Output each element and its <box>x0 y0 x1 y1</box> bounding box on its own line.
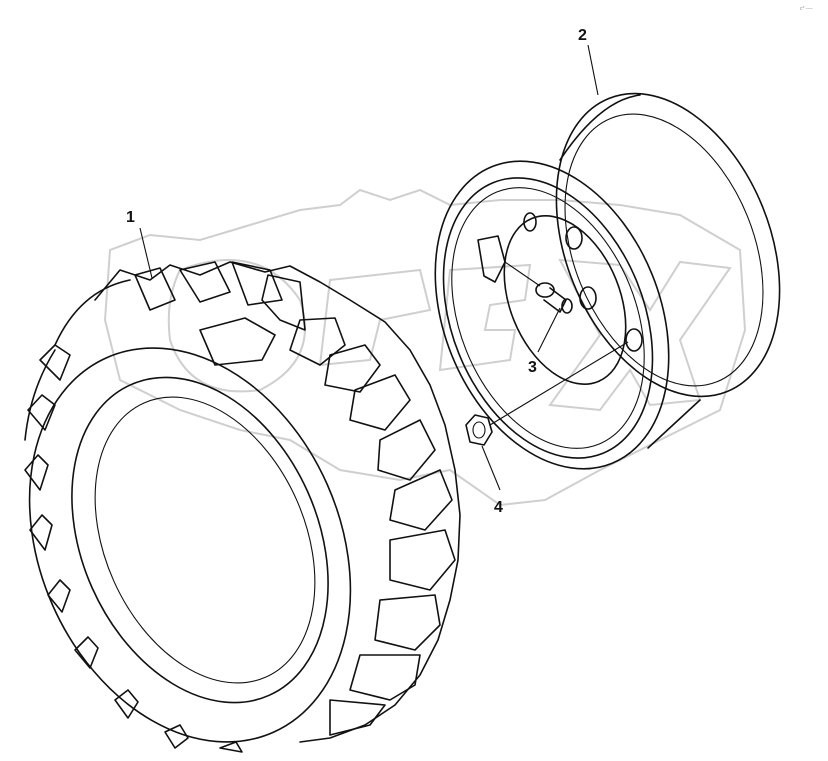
valve-stem <box>504 261 573 314</box>
leader-line-1 <box>139 227 153 279</box>
corner-mark: c° ---- <box>800 6 813 12</box>
watermark-logo <box>103 188 747 507</box>
callout-label-3: 3 <box>528 359 537 376</box>
leader-line-3 <box>537 307 561 353</box>
callout-label-1: 1 <box>126 209 135 226</box>
rim <box>434 92 781 470</box>
leader-line-2 <box>587 44 599 96</box>
leader-line-4 <box>481 445 501 491</box>
callout-label-4: 4 <box>494 499 503 516</box>
tire <box>24 261 461 753</box>
wheel-nut <box>465 341 629 446</box>
callout-label-2: 2 <box>578 27 587 44</box>
